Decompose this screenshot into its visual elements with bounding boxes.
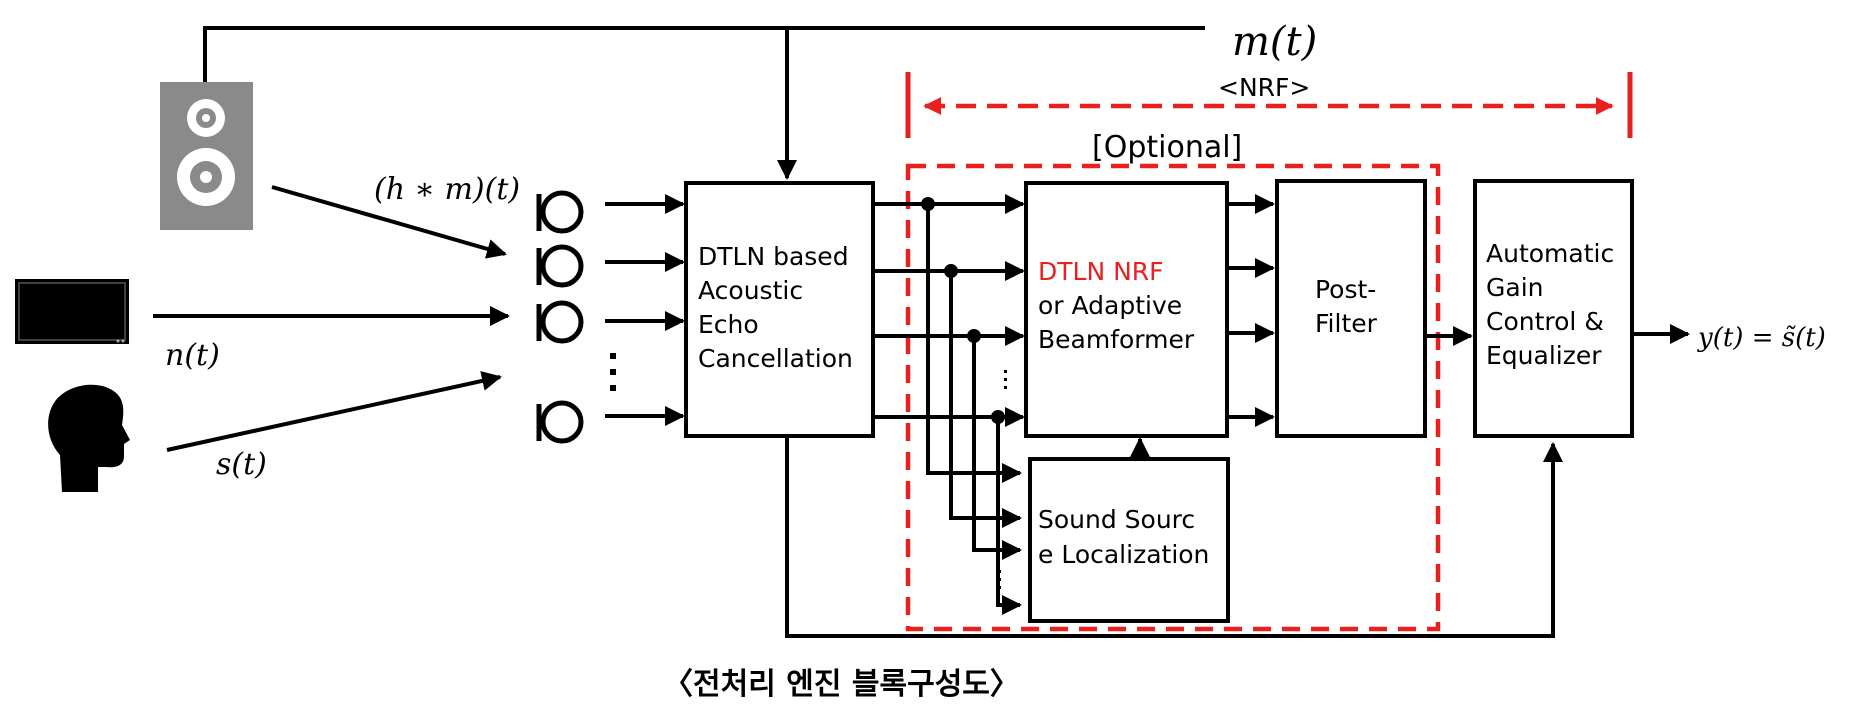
agc-line-2: Gain [1486, 273, 1543, 302]
postfilter-line-2: Filter [1315, 309, 1378, 338]
ssl-tap-lines [926, 204, 1022, 615]
agc-line-4: Equalizer [1486, 341, 1602, 370]
nrf-line-3: Beamformer [1038, 325, 1195, 354]
reference-signal-line [203, 26, 1205, 180]
ssl-line-2: e Localization [1038, 540, 1209, 569]
optional-dashed-box [905, 163, 1441, 632]
aec-to-nrf-arrows [873, 194, 1025, 427]
agc-line-1: Automatic [1486, 239, 1614, 268]
nrf-to-postfilter-arrows [1227, 194, 1275, 427]
m-t-label: m(t) [1232, 19, 1317, 65]
ssl-block [1028, 457, 1230, 623]
diagram-caption: 〈전처리 엔진 블록구성도〉 [663, 667, 1020, 702]
speaker-icon [160, 82, 253, 230]
head-icon [48, 384, 130, 492]
output-label: y(t) = s̃(t) [1697, 323, 1826, 353]
nrf-line-2: or Adaptive [1038, 291, 1182, 320]
nrf-span-indicator [905, 72, 1633, 138]
aec-to-agc-path [785, 436, 1563, 638]
ssl-line-1: Sound Sourc [1038, 505, 1195, 534]
aec-line-1: DTLN based [698, 242, 849, 271]
aec-block [684, 181, 875, 438]
tv-icon [15, 279, 129, 344]
postfilter-block [1275, 179, 1427, 438]
nrf-block [1024, 181, 1229, 438]
s-t-label: s(t) [216, 447, 267, 482]
nrf-red-line: DTLN NRF [1038, 257, 1164, 286]
source-arrows [153, 185, 510, 452]
mic-ellipsis [610, 353, 616, 391]
nrf-label: <NRF> [1218, 73, 1310, 102]
optional-label: [Optional] [1092, 130, 1242, 165]
tap-nodes [921, 197, 1005, 424]
agc-block [1473, 179, 1634, 438]
mic-to-aec-arrows [605, 194, 685, 426]
n-t-label: n(t) [165, 338, 220, 373]
aec-line-2: Acoustic [698, 276, 803, 305]
tap-ellipsis [998, 370, 1007, 589]
aec-line-4: Cancellation [698, 344, 853, 373]
agc-line-3: Control & [1486, 307, 1604, 336]
hm-t-label: (h ∗ m)(t) [374, 172, 520, 207]
microphone-icon [536, 190, 584, 444]
aec-line-3: Echo [698, 310, 759, 339]
postfilter-line-1: Post- [1315, 275, 1376, 304]
